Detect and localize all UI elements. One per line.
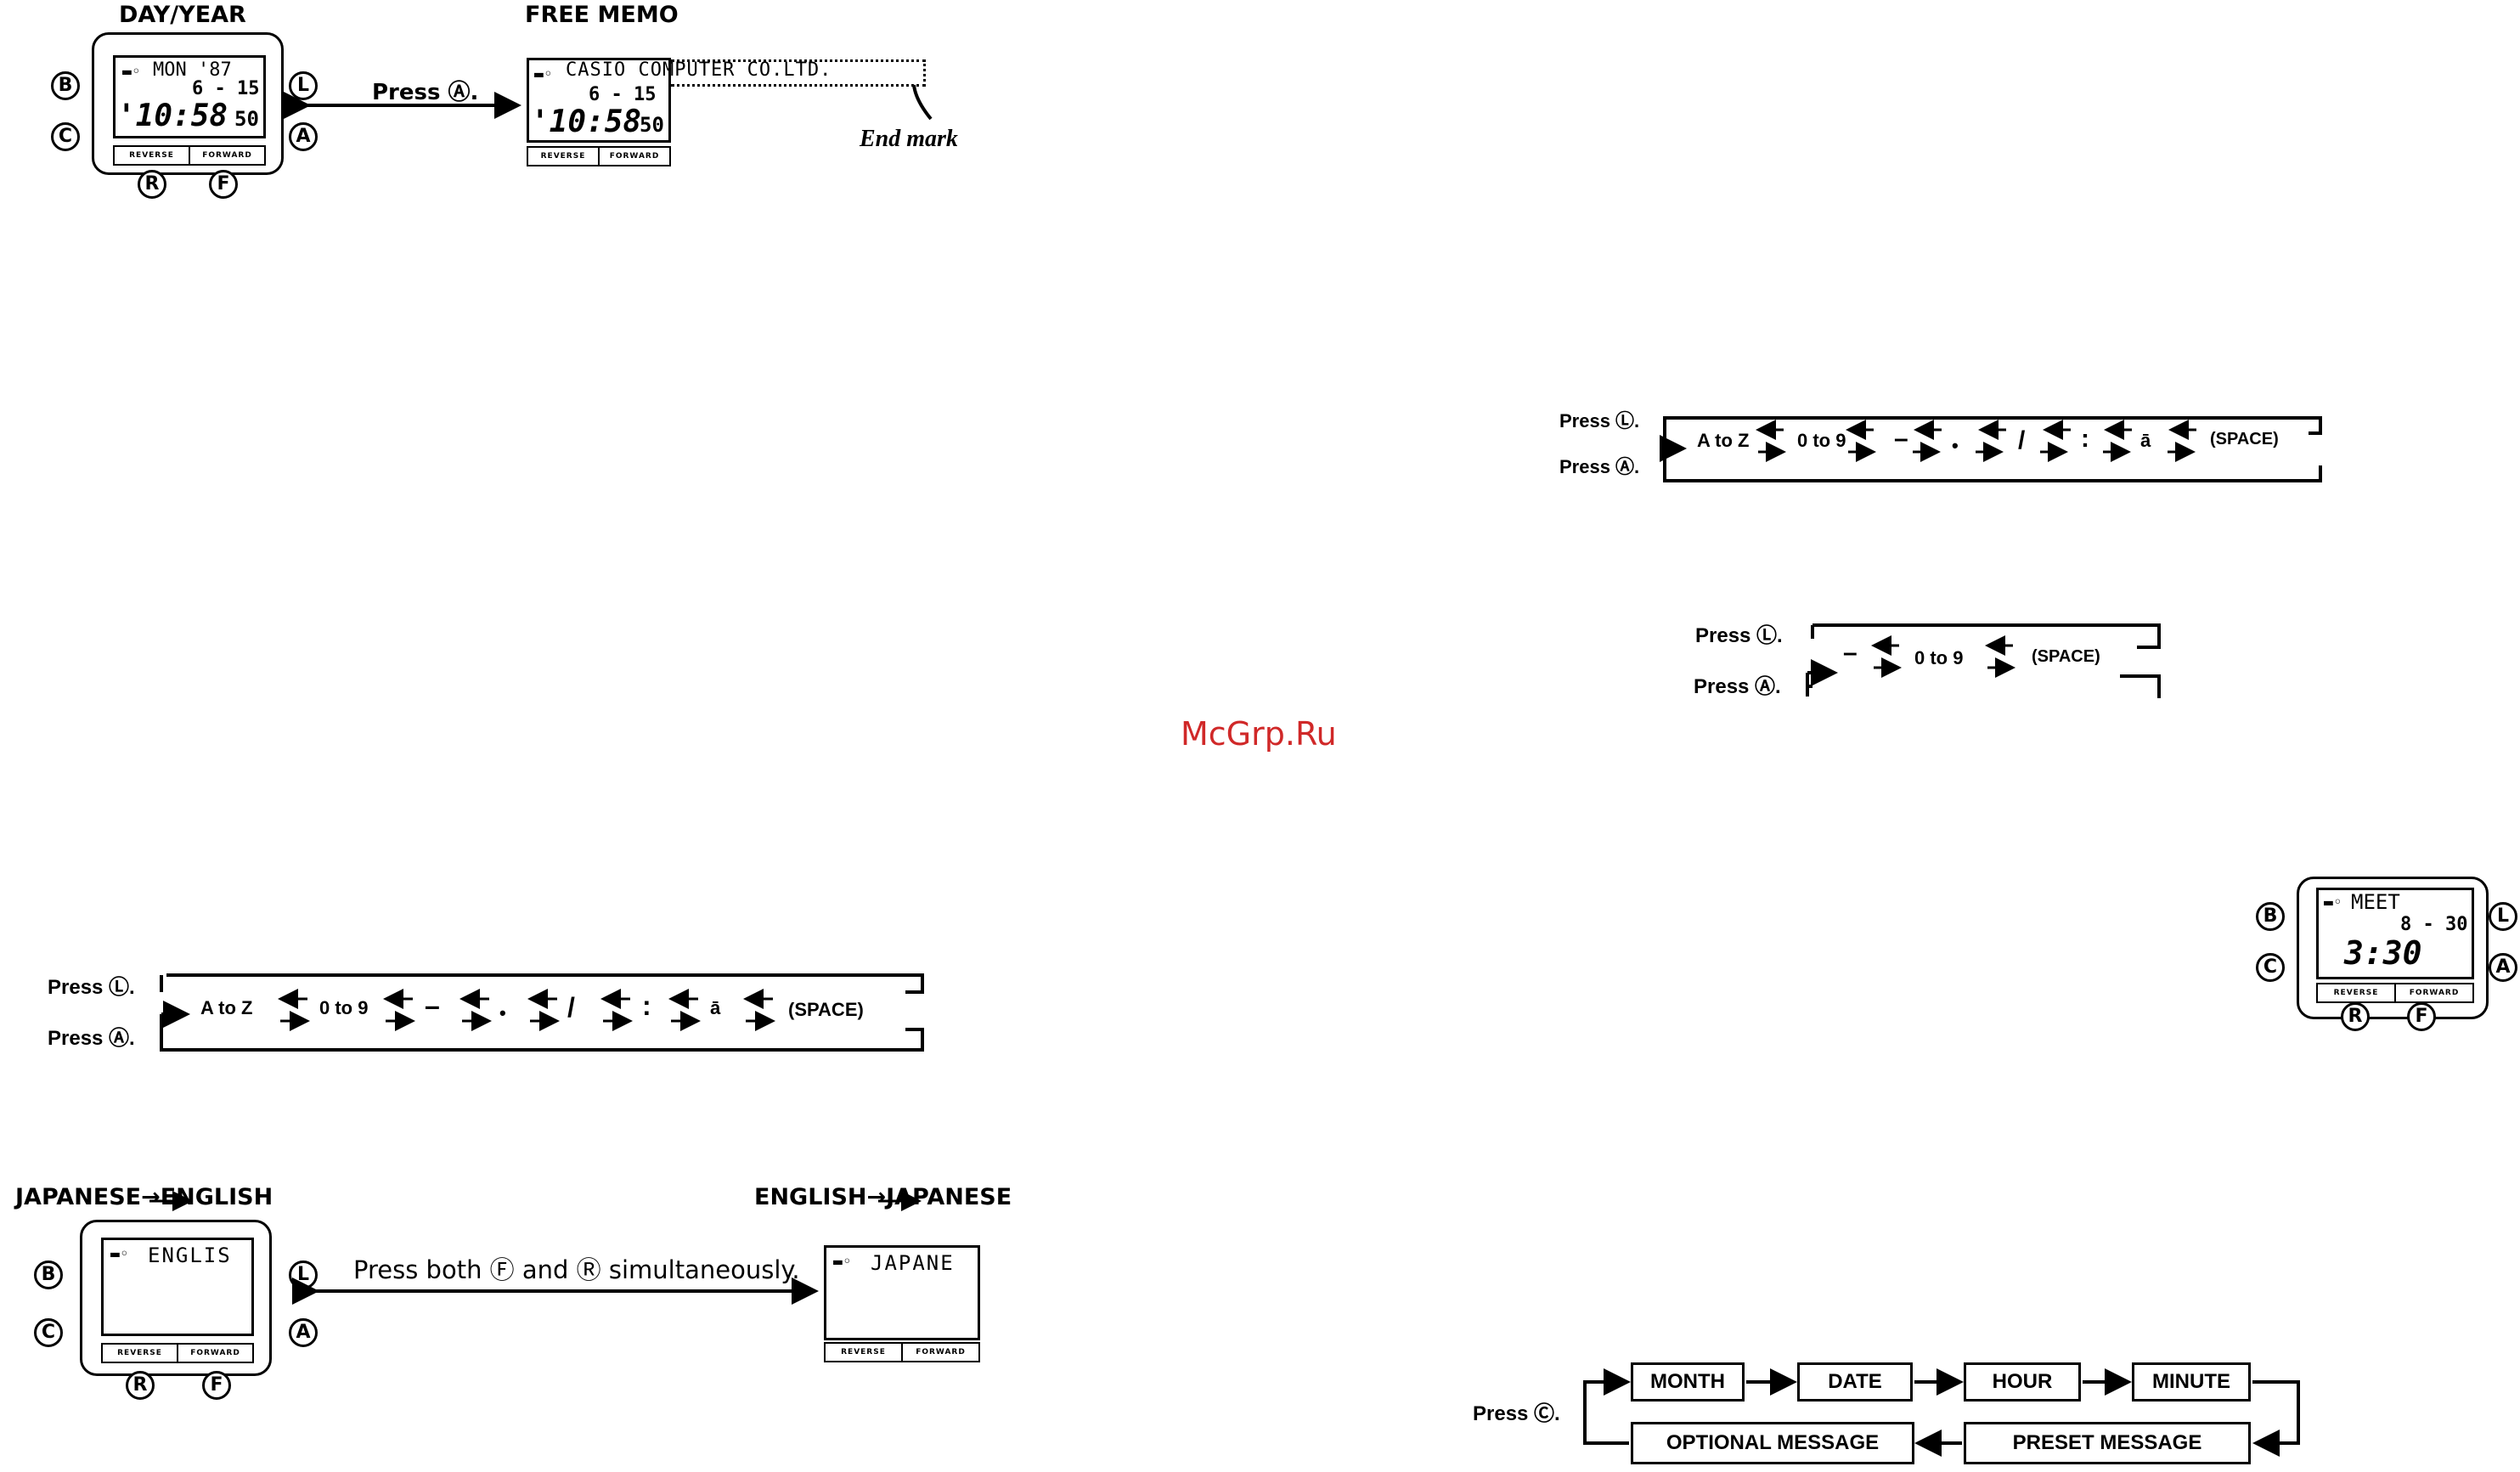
watch-day-year: ▬◦ MON '87 6 - 15 '10:58 50 REVERSE FORW… bbox=[92, 32, 284, 175]
flow-box-optional-message: OPTIONAL MESSAGE bbox=[1631, 1422, 1914, 1464]
button-r[interactable]: R bbox=[126, 1371, 155, 1400]
watch-japanese-screen: ▬◦ JAPANE bbox=[824, 1245, 980, 1340]
seq1-item-colon: : bbox=[2081, 425, 2089, 453]
button-a[interactable]: A bbox=[289, 122, 318, 151]
function-strip: REVERSE FORWARD bbox=[101, 1343, 254, 1363]
label-day-year: DAY/YEAR bbox=[119, 2, 246, 28]
button-b[interactable]: B bbox=[34, 1261, 63, 1289]
seq2-press-l: Press Ⓛ. bbox=[1695, 624, 1783, 647]
seq2-item-space: (SPACE) bbox=[2032, 647, 2100, 666]
watch-time: '10:58 bbox=[117, 99, 228, 133]
memo-dotted-box bbox=[671, 59, 926, 87]
button-a[interactable]: A bbox=[2489, 953, 2517, 982]
function-strip: REVERSE FORWARD bbox=[824, 1342, 980, 1362]
watch-free-memo-screen: ▬◦ 6 - 15 '10:58 50 bbox=[527, 58, 671, 143]
watch-screen: ▬◦ MEET 8 - 30 3:30 bbox=[2316, 888, 2474, 979]
seq3-item-bar: ā bbox=[710, 997, 721, 1018]
seq1-press-l: Press Ⓛ. bbox=[1559, 410, 1640, 431]
watch-time: '10:58 bbox=[531, 104, 642, 139]
meet-line2: 8 - 30 bbox=[2400, 914, 2468, 935]
watermark: McGrp.Ru bbox=[1181, 715, 1337, 753]
seq2-item-0to9: 0 to 9 bbox=[1914, 647, 1964, 668]
forward-label: FORWARD bbox=[598, 148, 669, 165]
seq1-press-a: Press Ⓐ. bbox=[1559, 456, 1640, 477]
label-jp-to-en: JAPANESE→ENGLISH bbox=[15, 1184, 273, 1210]
seq2-item-dash: – bbox=[1843, 639, 1858, 667]
forward-label: FORWARD bbox=[901, 1344, 978, 1361]
seq3-item-0to9: 0 to 9 bbox=[319, 997, 369, 1018]
seq1-item-dot: • bbox=[1952, 435, 1959, 456]
button-l[interactable]: L bbox=[2489, 902, 2517, 931]
seq3-item-dot: • bbox=[499, 1002, 506, 1024]
seq3-press-l: Press Ⓛ. bbox=[48, 976, 135, 999]
end-mark-label: End mark bbox=[860, 126, 958, 152]
watch-english: ▬◦ ENGLIS REVERSE FORWARD bbox=[80, 1220, 272, 1376]
button-c[interactable]: C bbox=[2256, 953, 2285, 982]
button-r[interactable]: R bbox=[138, 170, 166, 199]
seq3-item-dash: – bbox=[425, 990, 440, 1021]
seq3-item-colon: : bbox=[642, 990, 651, 1021]
watch-meet: ▬◦ MEET 8 - 30 3:30 REVERSE FORWARD bbox=[2297, 877, 2489, 1019]
reverse-label: REVERSE bbox=[117, 1349, 162, 1357]
button-c[interactable]: C bbox=[34, 1318, 63, 1347]
indicator-icon: ▬◦ bbox=[110, 1245, 129, 1263]
seq3-item-atoz: A to Z bbox=[200, 997, 253, 1018]
indicator-icon: ▬◦ bbox=[122, 63, 141, 81]
flow-box-date: DATE bbox=[1797, 1362, 1913, 1402]
watch-line1: MON '87 bbox=[153, 59, 232, 81]
seq1-item-atoz: A to Z bbox=[1697, 430, 1750, 451]
seq3-item-slash: / bbox=[567, 992, 575, 1023]
indicator-icon: ▬◦ bbox=[2324, 894, 2342, 911]
forward-label: FORWARD bbox=[189, 147, 264, 164]
forward-label: FORWARD bbox=[2394, 984, 2472, 1001]
screen-japanese: JAPANE bbox=[871, 1251, 955, 1275]
label-free-memo: FREE MEMO bbox=[525, 2, 679, 28]
button-b[interactable]: B bbox=[2256, 902, 2285, 931]
watch-seconds: 50 bbox=[234, 107, 259, 131]
watch-screen: ▬◦ MON '87 6 - 15 '10:58 50 bbox=[113, 55, 266, 138]
forward-label: FORWARD bbox=[177, 1345, 252, 1362]
button-f[interactable]: F bbox=[209, 170, 238, 199]
seq3-press-a: Press Ⓐ. bbox=[48, 1027, 135, 1050]
seq1-item-slash: / bbox=[2018, 426, 2026, 454]
watch-seconds: 50 bbox=[640, 113, 664, 137]
button-c[interactable]: C bbox=[51, 122, 80, 151]
reverse-label: REVERSE bbox=[2333, 989, 2379, 997]
flow-box-hour: HOUR bbox=[1964, 1362, 2081, 1402]
flow-box-minute: MINUTE bbox=[2132, 1362, 2251, 1402]
watch-line2: 6 - 15 bbox=[192, 78, 260, 99]
button-a[interactable]: A bbox=[289, 1318, 318, 1347]
watch-screen: ▬◦ ENGLIS bbox=[101, 1238, 254, 1336]
watch-line2: 6 - 15 bbox=[589, 84, 657, 105]
function-strip: REVERSE FORWARD bbox=[2316, 983, 2474, 1003]
button-f[interactable]: F bbox=[202, 1371, 231, 1400]
seq2-press-a: Press Ⓐ. bbox=[1694, 675, 1781, 698]
indicator-icon: ▬◦ bbox=[534, 65, 553, 83]
seq3-item-space: (SPACE) bbox=[788, 999, 864, 1020]
screen-english: ENGLIS bbox=[148, 1244, 232, 1267]
button-b[interactable]: B bbox=[51, 71, 80, 100]
seq1-item-0to9: 0 to 9 bbox=[1797, 430, 1846, 451]
label-en-to-jp: ENGLISH→JAPANESE bbox=[754, 1184, 1012, 1210]
flow-box-month: MONTH bbox=[1631, 1362, 1745, 1402]
function-strip: REVERSE FORWARD bbox=[113, 145, 266, 166]
flow-box-preset-message: PRESET MESSAGE bbox=[1964, 1422, 2251, 1464]
meet-line1: MEET bbox=[2351, 890, 2400, 914]
reverse-label: REVERSE bbox=[540, 152, 586, 161]
button-f[interactable]: F bbox=[2407, 1002, 2436, 1031]
seq1-item-dash: – bbox=[1894, 425, 1908, 453]
function-strip: REVERSE FORWARD bbox=[527, 146, 671, 166]
flow-press-c: Press Ⓒ. bbox=[1473, 1402, 1560, 1425]
reverse-label: REVERSE bbox=[129, 151, 174, 160]
meet-time: 3:30 bbox=[2344, 934, 2422, 972]
button-r[interactable]: R bbox=[2341, 1002, 2370, 1031]
seq1-item-bar: ā bbox=[2140, 430, 2151, 451]
reverse-label: REVERSE bbox=[841, 1348, 886, 1356]
seq1-item-space: (SPACE) bbox=[2210, 430, 2279, 448]
indicator-icon: ▬◦ bbox=[833, 1253, 852, 1271]
memo-text: CASIO COMPUTER CO.LTD. bbox=[566, 59, 832, 81]
